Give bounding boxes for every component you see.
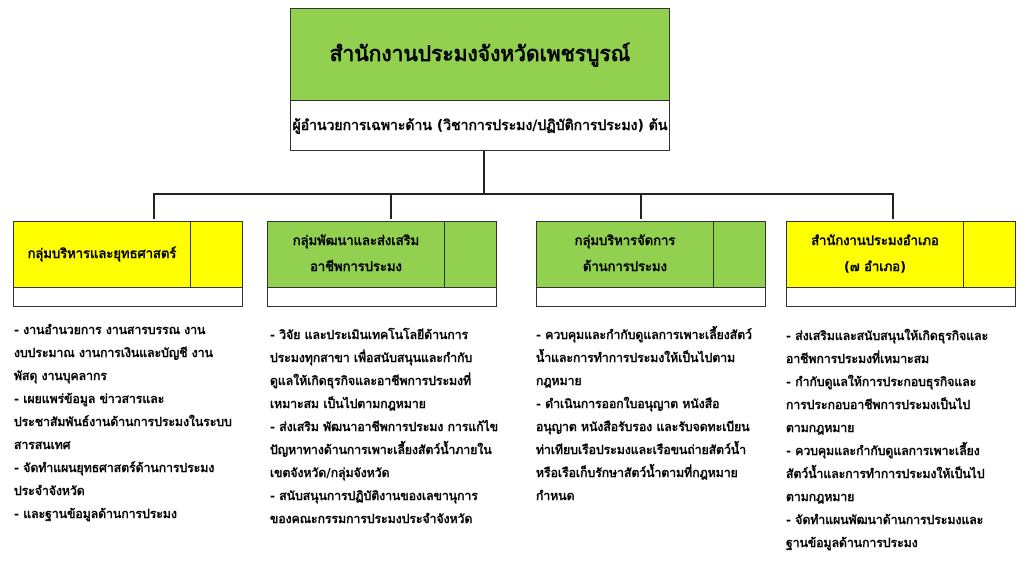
group-side-box — [445, 221, 497, 288]
duty-line: - เผยแพร่ข้อมูล ข่าวสารและ — [14, 392, 165, 406]
office-title-box: สำนักงานประมงจังหวัดเพชรบูรณ์ — [290, 8, 670, 101]
duty-line: เหมาะสม เป็นไปตามกฎหมาย — [270, 397, 426, 411]
connector-trunk — [483, 151, 485, 194]
group-title-line: กลุ่มพัฒนาและส่งเสริม — [292, 233, 420, 249]
office-director-label: ผู้อำนวยการเฉพาะด้าน (วิชาการประมง/ปฏิบั… — [292, 117, 668, 134]
duties-district-offices: - ส่งเสริมและสนับสนุนให้เกิดธุรกิจและ อา… — [786, 325, 1021, 555]
connector-drop-4 — [892, 193, 894, 219]
duty-line: - ควบคุมและกำกับดูแลการเพาะเลี้ยงสัตว์ — [536, 328, 752, 342]
duty-line: กฎหมาย — [536, 374, 582, 388]
duty-line: สัตว์น้ำและการทำการประมงให้เป็นไป — [786, 467, 985, 481]
duty-line: ตามกฎหมาย — [786, 490, 855, 504]
group-under-box — [786, 288, 1016, 307]
duty-line: งบประมาณ งานการเงินและบัญชี งาน — [14, 346, 213, 360]
duty-line: - ดำเนินการออกใบอนุญาต หนังสือ — [536, 397, 720, 411]
connector-drop-1 — [153, 193, 155, 219]
group-side-box — [191, 221, 243, 288]
group-title-line: กลุ่มบริหารจัดการ — [574, 233, 676, 249]
duty-line: ของคณะกรรมการประมงประจำจังหวัด — [270, 512, 473, 526]
duty-line: เขตจังหวัด/กลุ่มจังหวัด — [270, 466, 390, 480]
group-title-box: กลุ่มบริหารจัดการ ด้านการประมง — [536, 221, 714, 288]
duty-line: - สนับสนุนการปฏิบัติงานของเลขานุการ — [270, 489, 478, 503]
duty-line: - ส่งเสริมและสนับสนุนให้เกิดธุรกิจและ — [786, 329, 989, 343]
duty-line: พัสดุ งานบุคลากร — [14, 369, 107, 383]
duties-fishery-management: - ควบคุมและกำกับดูแลการเพาะเลี้ยงสัตว์ น… — [536, 324, 776, 508]
group-under-box — [267, 288, 497, 307]
duty-line: ประมงทุกสาขา เพื่อสนับสนุนและกำกับ — [270, 351, 473, 365]
connector-drop-3 — [640, 193, 642, 219]
group-title-line: (๗ อำเภอ) — [843, 259, 907, 275]
group-title-line: กลุ่มบริหารและยุทธศาสตร์ — [27, 246, 177, 262]
duty-line: ปัญหาทางด้านการเพาะเลี้ยงสัตว์น้ำภายใน — [270, 443, 492, 457]
duty-line: น้ำและการทำการประมงให้เป็นไปตาม — [536, 351, 736, 365]
duty-line: กำหนด — [536, 489, 575, 503]
duty-line: ท่าเทียบเรือประมงและเรือขนถ่ายสัตว์น้ำ — [536, 443, 747, 457]
duty-line: สารสนเทศ — [14, 438, 71, 452]
duty-line: - งานอำนวยการ งานสารบรรณ งาน — [14, 323, 206, 337]
duty-line: อาชีพการประมงที่เหมาะสม — [786, 352, 930, 366]
group-under-box — [536, 288, 766, 307]
group-title-line: สำนักงานประมงอำเภอ — [811, 233, 939, 249]
group-title-line: ด้านการประมง — [583, 259, 667, 275]
duty-line: - ส่งเสริม พัฒนาอาชีพการประมง การแก้ไข — [270, 420, 499, 434]
duty-line: - ควบคุมและกำกับดูแลการเพาะเลี้ยง — [786, 444, 980, 458]
connector-drop-2 — [390, 193, 392, 219]
duty-line: ตามกฎหมาย — [786, 421, 855, 435]
duty-line: - กำกับดูแลให้การประกอบธุรกิจและ — [786, 375, 977, 389]
duty-line: อนุญาต หนังสือรับรอง และรับจดทะเบียน — [536, 420, 750, 434]
office-director-box: ผู้อำนวยการเฉพาะด้าน (วิชาการประมง/ปฏิบั… — [290, 101, 670, 151]
duties-fishery-development: - วิจัย และประเมินเทคโนโลยีด้านการ ประมง… — [270, 324, 530, 531]
group-under-box — [13, 288, 243, 307]
group-side-box — [964, 221, 1016, 288]
connector-horizontal — [153, 193, 893, 195]
duty-line: หรือเรือเก็บรักษาสัตว์น้ำตามที่กฎหมาย — [536, 466, 738, 480]
group-title-box: กลุ่มพัฒนาและส่งเสริม อาชีพการประมง — [267, 221, 445, 288]
duty-line: - วิจัย และประเมินเทคโนโลยีด้านการ — [270, 328, 469, 342]
group-side-box — [714, 221, 766, 288]
duty-line: การประกอบอาชีพการประมงเป็นไป — [786, 398, 971, 412]
duty-line: - จัดทำแผนยุทธศาสตร์ด้านการประมง — [14, 461, 215, 475]
group-title-box: กลุ่มบริหารและยุทธศาสตร์ — [13, 221, 191, 288]
duty-line: ประจำจังหวัด — [14, 484, 85, 498]
duty-line: ประชาสัมพันธ์งานด้านการประมงในระบบ — [14, 415, 232, 429]
duty-line: ดูแลให้เกิดธุรกิจและอาชีพการประมงที่ — [270, 374, 472, 388]
group-title-line: อาชีพการประมง — [310, 259, 402, 275]
duties-admin-strategy: - งานอำนวยการ งานสารบรรณ งาน งบประมาณ งา… — [14, 319, 259, 526]
duty-line: ฐานข้อมูลด้านการประมง — [786, 536, 918, 550]
office-title: สำนักงานประมงจังหวัดเพชรบูรณ์ — [329, 42, 631, 66]
duty-line: - และฐานข้อมูลด้านการประมง — [14, 507, 177, 521]
group-title-box: สำนักงานประมงอำเภอ (๗ อำเภอ) — [786, 221, 964, 288]
duty-line: - จัดทำแผนพัฒนาด้านการประมงและ — [786, 513, 984, 527]
